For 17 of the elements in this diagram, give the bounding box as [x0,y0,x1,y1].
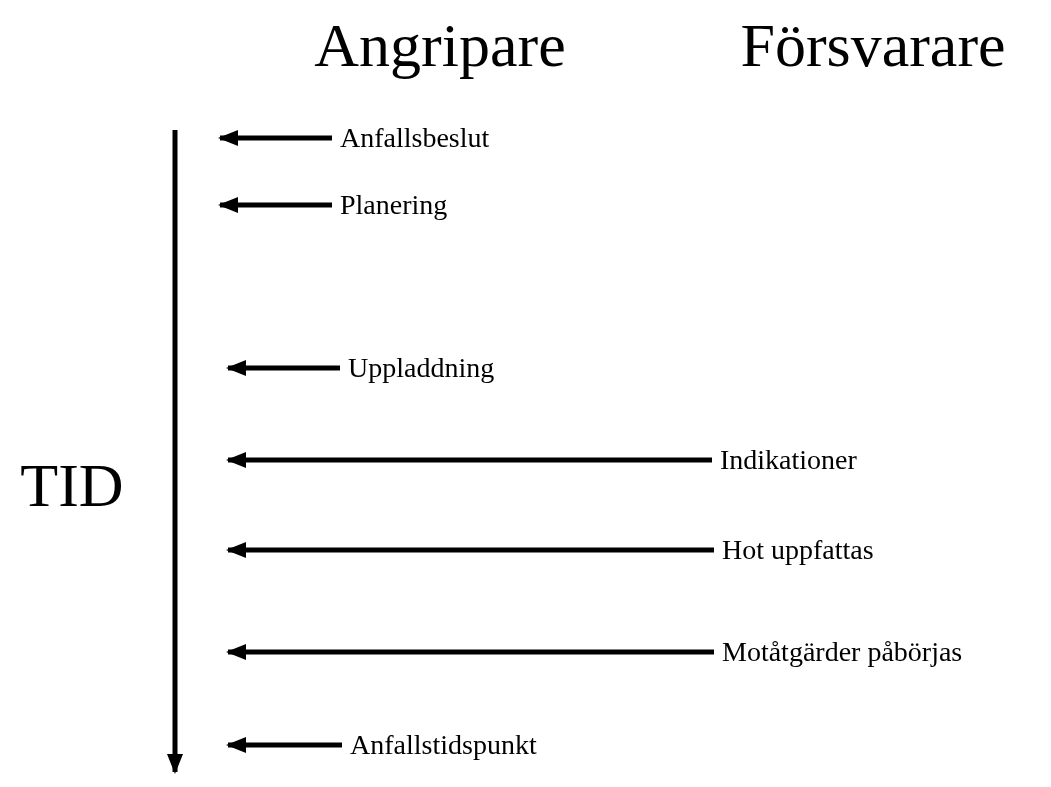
column-heading: Angripare [314,10,566,80]
arrow [226,360,340,376]
event-label: Anfallstidspunkt [350,728,537,762]
axis-label: TID [20,450,124,520]
arrow [218,197,332,213]
event-label: Hot uppfattas [722,533,874,567]
event-label: Anfallsbeslut [340,121,490,155]
event-label: Planering [340,188,448,222]
event-label: Uppladdning [348,351,495,385]
arrow [226,452,712,468]
arrow [226,542,714,558]
arrow [218,130,332,146]
event-label: Motåtgärder påbörjas [722,635,963,669]
arrow [226,737,342,753]
column-heading: Försvarare [740,10,1006,80]
arrow [226,644,714,660]
event-label: Indikationer [720,443,857,477]
